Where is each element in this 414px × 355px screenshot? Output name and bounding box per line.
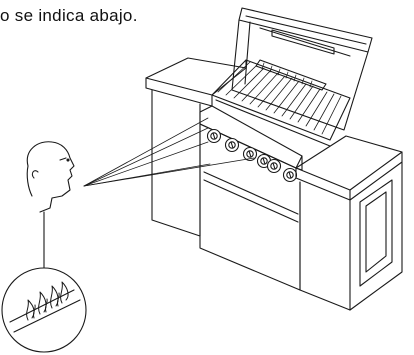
knob	[282, 167, 298, 183]
knob	[224, 137, 240, 153]
knob-row	[206, 128, 298, 183]
control-panel	[199, 105, 303, 183]
flame-detail-icon	[1, 267, 87, 353]
cooking-grate	[211, 59, 351, 147]
sight-lines	[83, 117, 255, 187]
knob	[266, 158, 282, 174]
observer-face-icon	[26, 141, 75, 213]
knob	[242, 146, 258, 162]
knob	[206, 128, 222, 144]
grill-body	[199, 123, 301, 291]
caption-text: o se indica abajo.	[0, 6, 138, 25]
right-cabinet	[295, 135, 403, 311]
grill-lid	[231, 7, 373, 131]
